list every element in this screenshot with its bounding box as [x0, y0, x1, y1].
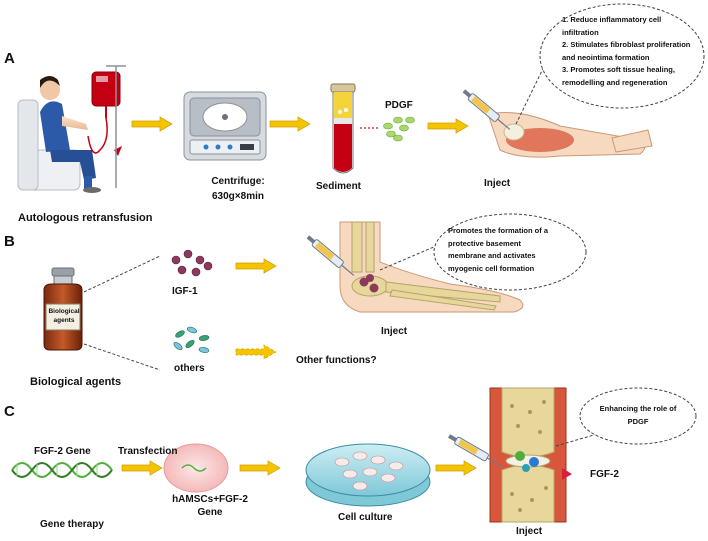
autologous-label: Autologous retransfusion [18, 212, 153, 224]
arrow-c3 [435, 460, 477, 476]
bubble-c-line-2: PDGF [627, 416, 649, 426]
cell-icon [163, 443, 229, 493]
syringe-icon-b [306, 235, 355, 276]
igf-particles [171, 249, 213, 277]
arrow-b1 [235, 258, 277, 274]
arrow-c2 [239, 460, 281, 476]
bubble-a-line-2: infiltration [562, 27, 599, 37]
arrow-b2-dashed [235, 344, 277, 360]
elbow-figure [487, 112, 653, 158]
foot-figure [339, 221, 524, 313]
bubble-c-line-1: Enhancing the role of [599, 404, 677, 413]
panel-letter-b: B [4, 233, 15, 250]
centrifuge-label-line2: 630g×8min [212, 191, 264, 202]
patient-figure [17, 76, 101, 193]
bubble-a [539, 3, 705, 109]
syringe-icon [462, 89, 511, 130]
bubble-a-line-3: 2. Stimulates fibroblast proliferation [562, 40, 691, 49]
pdgf-particles [383, 116, 415, 142]
centrifuge-icon [183, 91, 267, 161]
vial-label-line1: Biological [48, 308, 80, 315]
arrow-c1 [121, 460, 163, 476]
others-label: others [174, 363, 205, 374]
red-arrow-fgf2 [562, 468, 572, 480]
others-particles [173, 326, 210, 353]
arrow-a3 [427, 118, 469, 134]
bubble-b-line-4: myogenic cell formation [448, 263, 535, 273]
igf-label: IGF-1 [172, 286, 198, 297]
bubble-b-line-1: Promotes the formation of a [448, 226, 549, 235]
arrow-a2 [269, 116, 311, 132]
dna-icon [11, 462, 113, 478]
test-tube-icon [330, 83, 356, 174]
panel-letter-a: A [4, 50, 15, 67]
gene-therapy-label: Gene therapy [40, 519, 104, 530]
fgf2-label: FGF-2 [590, 469, 619, 480]
dash-line-b2 [83, 343, 161, 371]
bubble-c-text: Enhancing the role of PDGF [594, 403, 682, 428]
vial-label-line2: agents [53, 317, 75, 324]
biological-agents-label: Biological agents [30, 376, 122, 388]
bubble-a-text: 1. Reduce inflammatory cell infiltration… [562, 14, 692, 89]
knee-figure [489, 387, 567, 523]
bubble-a-line-6: remodelling and regeneration [562, 77, 668, 87]
bubble-a-line-5: 3. Promotes soft tissue healing, [562, 65, 675, 74]
callout-line-b [379, 245, 437, 271]
centrifuge-label-line1: Centrifuge: [211, 176, 265, 187]
arrow-a1 [131, 116, 173, 132]
gene-label: FGF-2 Gene [34, 446, 91, 457]
panel-letter-c: C [4, 403, 15, 420]
syringe-icon-c [448, 434, 502, 467]
cell-label-line2: Gene [197, 507, 223, 518]
sediment-label: Sediment [316, 181, 362, 192]
bubble-a-line-4: and neointima formation [562, 52, 650, 62]
bubble-b-line-2: protective basement [448, 238, 521, 248]
culture-label: Cell culture [338, 512, 393, 523]
cell-label-line1: hAMSCs+FGF-2 [172, 494, 248, 505]
inject-label-b: Inject [381, 326, 408, 337]
inject-label-a: Inject [484, 178, 511, 189]
iv-bag-icon [87, 71, 122, 156]
bubble-b-text: Promotes the formation of a protective b… [448, 225, 568, 275]
bubble-b [433, 213, 587, 291]
other-functions-label: Other functions? [296, 355, 377, 366]
inject-label-c: Inject [516, 526, 543, 537]
bubble-a-line-1: 1. Reduce inflammatory cell [562, 15, 662, 24]
dash-line-b1 [83, 255, 161, 293]
bubble-c [579, 387, 697, 445]
stand-icon [106, 65, 126, 188]
vial-label: Biological agents [46, 307, 82, 325]
pdgf-label: PDGF [385, 100, 413, 111]
bubble-b-line-3: membrane and activates [448, 251, 536, 260]
transfection-label: Transfection [118, 446, 178, 457]
vial-icon [43, 267, 83, 351]
petri-dish-icon [305, 443, 431, 507]
